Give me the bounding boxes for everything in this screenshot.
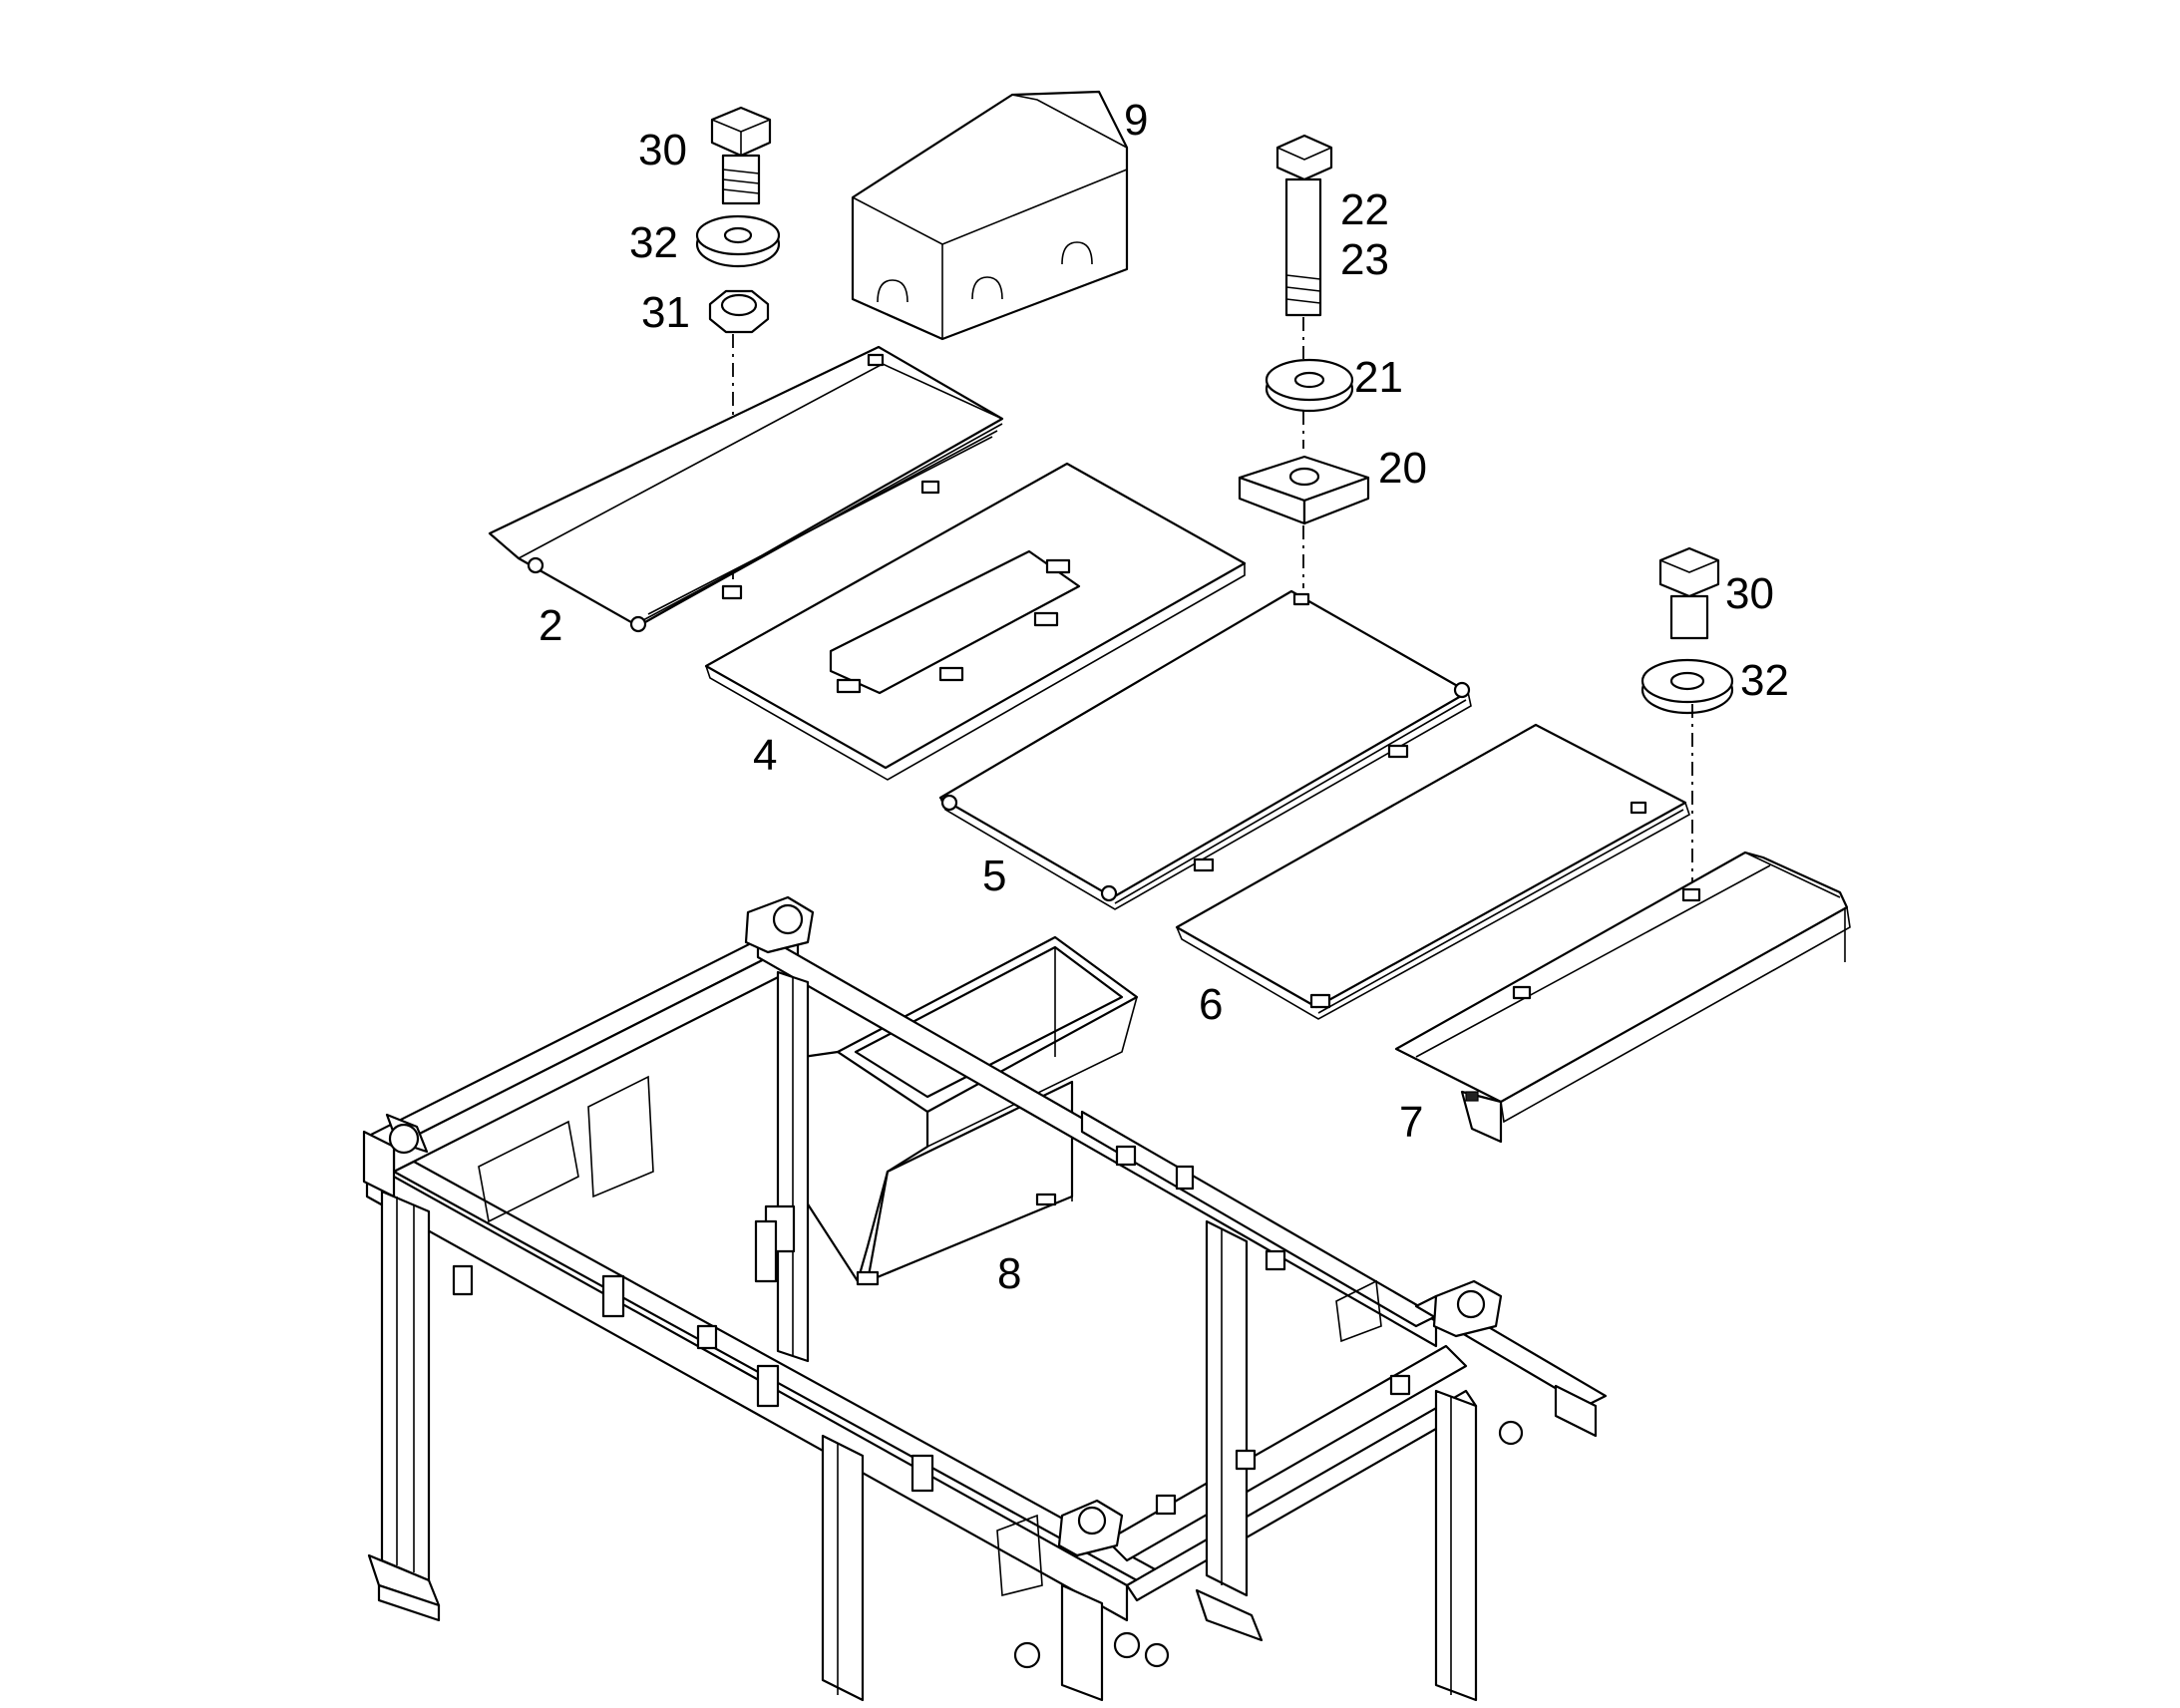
callout-23: 23	[1340, 235, 1389, 284]
panel-4	[704, 462, 1247, 781]
callout-6: 6	[1199, 980, 1223, 1029]
panel-7	[1394, 851, 1851, 1144]
callout-31: 31	[641, 288, 690, 337]
callout-5: 5	[982, 852, 1006, 900]
cover-9	[851, 90, 1129, 341]
washer-21	[1265, 358, 1354, 413]
hopper-8	[801, 935, 1139, 1286]
callout-30-right: 30	[1725, 569, 1774, 618]
callout-9: 9	[1124, 96, 1148, 145]
callout-20: 20	[1378, 444, 1427, 493]
nut-31	[708, 289, 770, 334]
bolt-30-right	[1658, 546, 1720, 640]
callout-8: 8	[997, 1249, 1021, 1298]
panel-5	[938, 589, 1472, 910]
bolt-22-23	[1275, 134, 1333, 317]
callout-32-left: 32	[629, 218, 678, 267]
bolt-30-left	[710, 106, 772, 205]
callout-21: 21	[1354, 353, 1403, 402]
washer-32-right	[1640, 658, 1734, 715]
washer-32-left	[695, 214, 781, 268]
base-frame	[362, 895, 1608, 1702]
callout-2: 2	[539, 601, 562, 650]
panel-2	[488, 345, 1004, 633]
callout-32-right: 32	[1740, 656, 1789, 705]
callout-22: 22	[1340, 185, 1389, 234]
callout-7: 7	[1399, 1098, 1423, 1147]
plate-20	[1238, 455, 1370, 525]
callout-30-left: 30	[638, 126, 687, 174]
callout-4: 4	[753, 731, 777, 780]
panel-6	[1175, 723, 1690, 1020]
